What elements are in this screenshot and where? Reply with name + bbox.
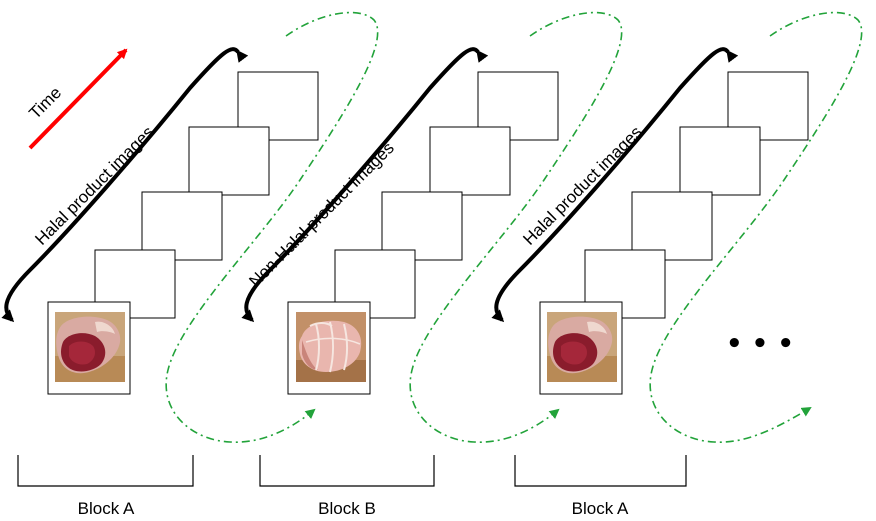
continuation-ellipsis: • • • [726, 329, 794, 359]
arrow-label: Halal product images [519, 122, 645, 248]
block-1: Halal product images Block A [1, 47, 319, 518]
block-label: Block B [318, 499, 376, 518]
block-bracket [514, 455, 687, 487]
transition-arrow [165, 11, 379, 443]
image-frame [188, 126, 270, 196]
block-label: Block A [78, 499, 135, 518]
block-label: Block A [572, 499, 629, 518]
image-frame [429, 126, 511, 196]
image-frame [679, 126, 761, 196]
transition-arrow [649, 11, 863, 443]
block-arrow [491, 47, 739, 323]
transition-arrow [409, 11, 623, 443]
lamb-leg-image [547, 312, 617, 382]
lamb-leg-image [55, 312, 125, 382]
time-arrow: Time [25, 48, 128, 150]
block-bracket [17, 455, 194, 487]
pork-roast-image [295, 311, 367, 383]
block-bracket [259, 455, 435, 487]
block-arrow [1, 47, 249, 323]
block-arrow [241, 47, 489, 323]
arrow-label: Halal product images [31, 122, 157, 248]
